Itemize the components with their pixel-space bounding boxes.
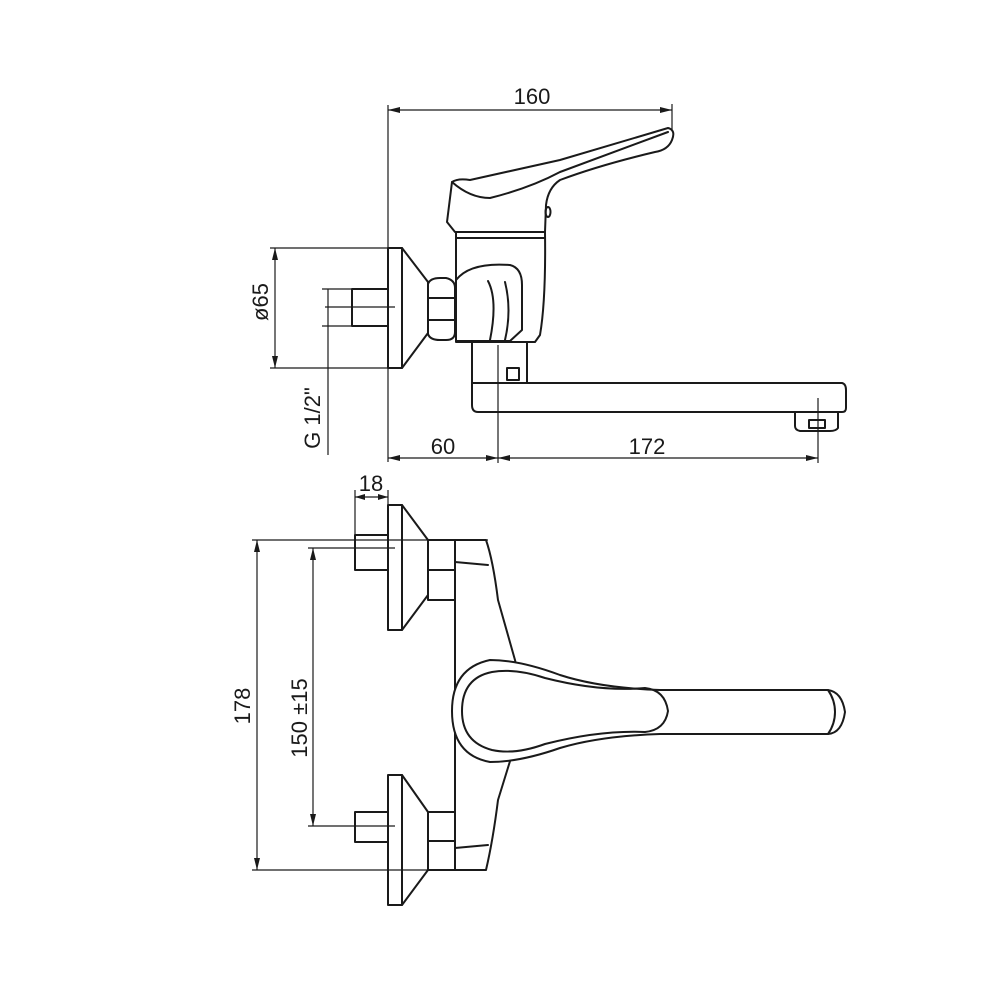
dimension-thread: G 1/2" xyxy=(300,288,352,455)
lever-edge-line xyxy=(451,131,669,199)
dimension-150: 150 ±15 xyxy=(287,547,395,827)
lower-wall-flange-front xyxy=(387,774,429,906)
dim-label-thread: G 1/2" xyxy=(300,387,325,449)
lower-inlet-connector xyxy=(354,811,389,843)
dim-label-178: 178 xyxy=(230,688,255,725)
spout-outlet xyxy=(794,411,839,432)
dimension-flange-diameter: ø65 xyxy=(248,247,388,369)
hex-nut-side xyxy=(427,277,456,341)
dim-label-18: 18 xyxy=(359,471,383,496)
lever-handle-front xyxy=(451,659,846,763)
dimension-178: 178 xyxy=(230,539,488,871)
connector-block xyxy=(455,263,523,342)
dimension-horizontal-bottom: 60 172 xyxy=(388,345,819,463)
wall-flange-side xyxy=(387,247,429,369)
front-view: 18 178 xyxy=(230,471,846,906)
dim-label-172: 172 xyxy=(629,434,666,459)
dim-label-60: 60 xyxy=(431,434,455,459)
dim-label-160: 160 xyxy=(514,84,551,109)
side-view: 160 ø65 xyxy=(248,84,847,463)
upper-wall-flange-front xyxy=(387,504,429,631)
spout-pipe xyxy=(471,382,847,413)
dim-label-diameter-65: ø65 xyxy=(248,283,273,321)
dimension-160: 160 xyxy=(388,84,673,130)
lever-handle-side xyxy=(446,127,675,233)
upper-inlet-connector xyxy=(354,534,389,571)
dimension-18: 18 xyxy=(354,471,389,540)
lever-pin xyxy=(544,206,552,218)
dim-label-150: 150 ±15 xyxy=(287,678,312,757)
